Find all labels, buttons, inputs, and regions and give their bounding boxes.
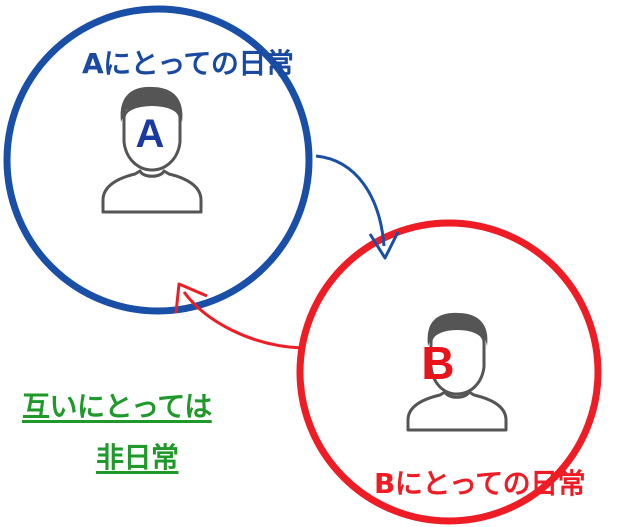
hair-a [120, 86, 183, 122]
head-a [122, 103, 182, 172]
head-b [429, 327, 486, 396]
circle-b [296, 219, 602, 525]
circle-a-title: Aにとっての日常 [82, 47, 294, 80]
body-a [101, 169, 203, 214]
arrow-a-to-b [315, 154, 400, 260]
arrow-b-to-a [174, 282, 303, 350]
caption-line-2: 非日常 [96, 441, 179, 474]
circle-a [3, 5, 313, 315]
person-icon-b [406, 312, 508, 432]
person-icon-a [101, 86, 203, 214]
person-b-letter: B [421, 337, 455, 389]
caption-line-1: 互いにとっては [22, 390, 212, 423]
body-b [406, 390, 508, 432]
circle-b-title: Bにとっての日常 [374, 467, 586, 500]
person-a-letter: A [135, 112, 165, 156]
hair-b [427, 312, 488, 346]
